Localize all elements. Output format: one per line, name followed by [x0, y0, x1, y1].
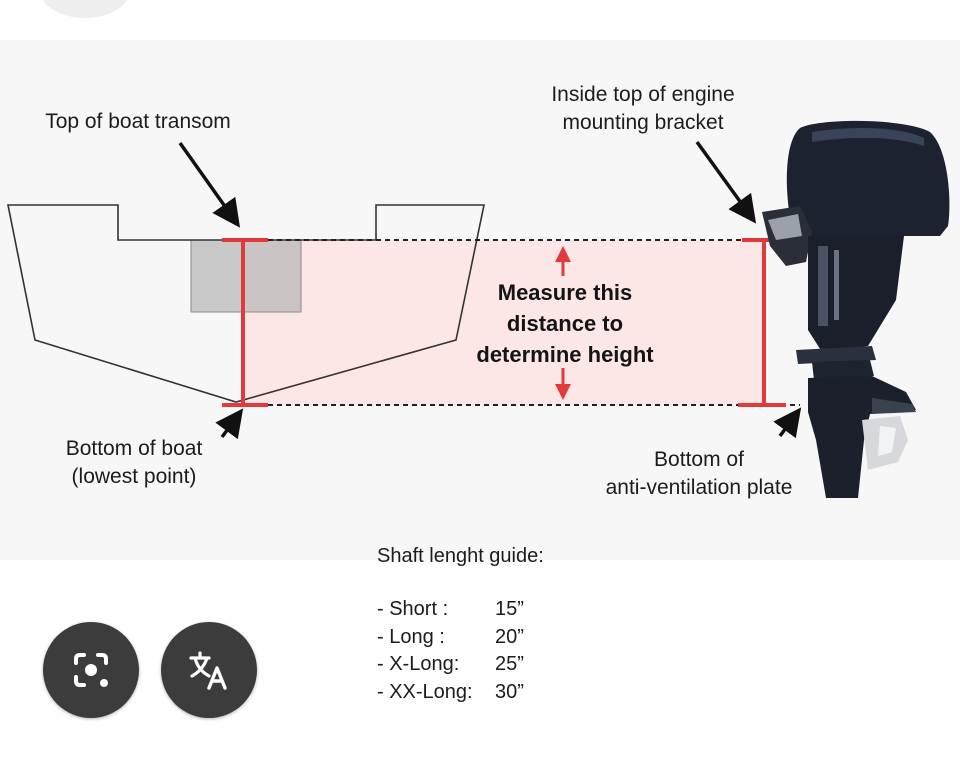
- guide-row-name: - X-Long:: [377, 653, 460, 675]
- guide-row: - Short : 15”: [377, 596, 544, 624]
- measure-line3: determine height: [476, 342, 654, 367]
- lens-search-button[interactable]: [43, 622, 139, 718]
- translate-icon: [189, 651, 227, 690]
- guide-row: - X-Long: 25”: [377, 651, 544, 679]
- guide-row-value: 20”: [495, 625, 524, 648]
- label-top-transom: Top of boat transom: [20, 108, 256, 136]
- partial-button[interactable]: [40, 0, 130, 18]
- red-arrow-down: [555, 368, 571, 400]
- arrow-top-transom: [178, 141, 241, 228]
- label-top-transom-text: Top of boat transom: [45, 110, 231, 133]
- guide-row: - Long : 20”: [377, 624, 544, 652]
- arrow-bracket: [695, 140, 757, 224]
- label-bottom-plate: Bottom of anti-ventilation plate: [588, 446, 810, 502]
- guide-title: Shaft lenght guide:: [377, 545, 544, 567]
- measure-zone: [242, 240, 764, 405]
- guide-row-name: - Short :: [377, 598, 449, 620]
- measure-line2: distance to: [506, 311, 624, 336]
- outboard-motor: [762, 120, 950, 498]
- shaft-guide: Shaft lenght guide: - Short : 15” - Long…: [377, 545, 544, 706]
- measure-line1: Measure this: [497, 280, 633, 305]
- label-bottom-boat-line1: Bottom of boat: [65, 437, 203, 460]
- guide-row-name: - Long :: [377, 625, 445, 648]
- label-bottom-boat: Bottom of boat (lowest point): [42, 435, 226, 491]
- transom-box: [190, 239, 302, 313]
- translate-button[interactable]: [161, 622, 257, 718]
- guide-row-value: 30”: [495, 680, 524, 703]
- arrow-plate: [773, 407, 802, 439]
- left-measure-bar: [222, 238, 268, 407]
- arrow-bottom-boat: [215, 408, 244, 440]
- boat-hull: [7, 204, 485, 403]
- label-bottom-plate-line1: Bottom of: [654, 448, 744, 471]
- label-bottom-plate-line2: anti-ventilation plate: [605, 476, 793, 499]
- measure-text: Measure this distance to determine heigh…: [440, 277, 690, 370]
- guide-row-value: 25”: [495, 653, 524, 675]
- guide-row-value: 15”: [495, 598, 524, 620]
- red-arrow-up: [555, 246, 571, 276]
- guide-row-name: - XX-Long:: [377, 680, 473, 703]
- camera-search-icon: [74, 653, 108, 687]
- guide-row: - XX-Long: 30”: [377, 679, 544, 707]
- label-bracket: Inside top of engine mounting bracket: [518, 81, 768, 137]
- label-bottom-boat-line2: (lowest point): [71, 465, 197, 488]
- label-bracket-line1: Inside top of engine: [551, 83, 735, 106]
- top-bar: [0, 0, 960, 40]
- label-bracket-line2: mounting bracket: [562, 111, 724, 134]
